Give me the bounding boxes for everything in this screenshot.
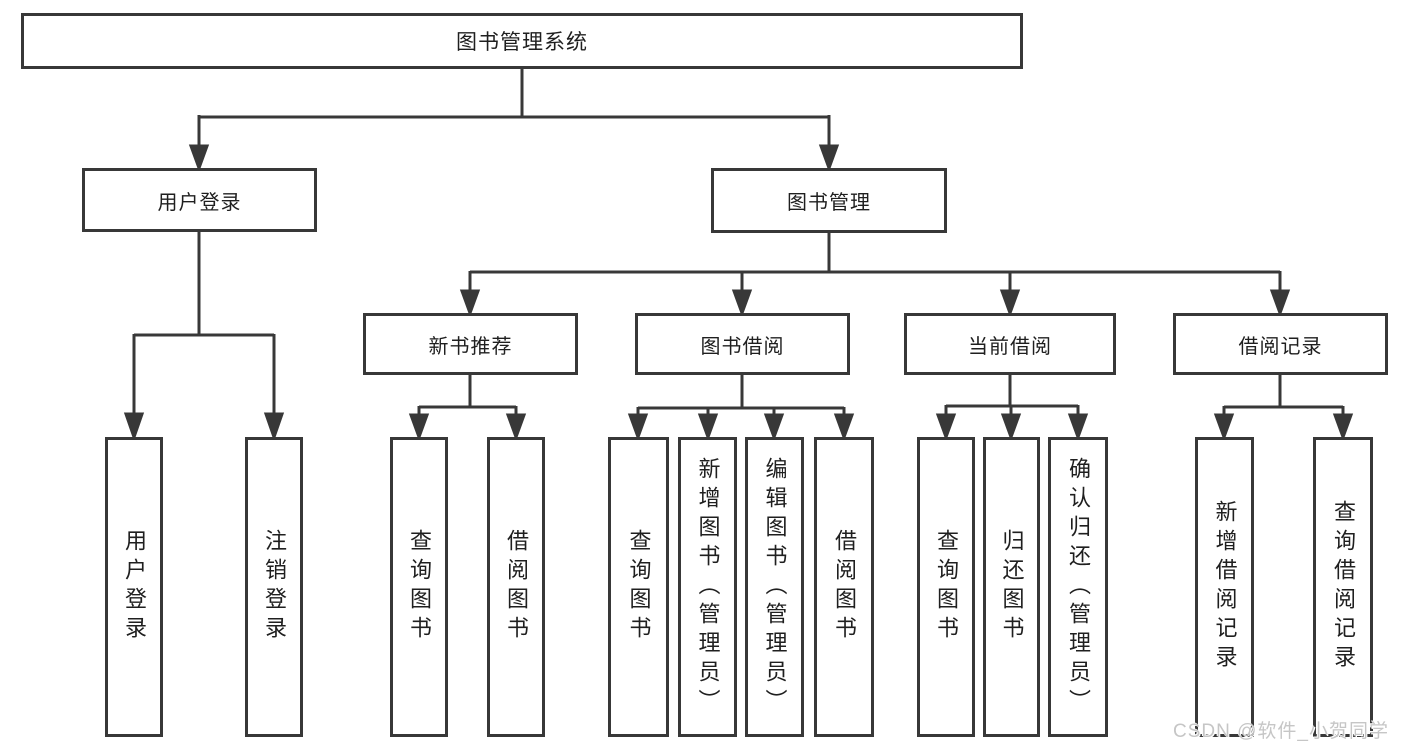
connector-user-login-to-leaves <box>123 232 285 442</box>
node-leaf-borrow-books-recommend-label: 借阅图书 <box>504 529 529 645</box>
node-leaf-edit-book-admin: 编辑图书（管理员） <box>745 437 804 737</box>
connector-root-to-level2 <box>188 69 840 173</box>
node-user-login: 用户登录 <box>82 168 317 232</box>
node-book-borrow-label: 图书借阅 <box>700 335 785 358</box>
node-leaf-borrow-books-borrow-label: 借阅图书 <box>832 529 857 645</box>
node-leaf-query-books-current: 查询图书 <box>917 437 975 737</box>
node-current-borrow-label: 当前借阅 <box>968 335 1052 358</box>
node-leaf-return-book: 归还图书 <box>983 437 1040 737</box>
node-book-management-label: 图书管理 <box>787 192 871 214</box>
node-leaf-logout-label: 注销登录 <box>262 529 287 645</box>
node-leaf-confirm-return-admin-label: 确认归还（管理员） <box>1066 456 1091 718</box>
node-leaf-user-login-label: 用户登录 <box>122 529 147 645</box>
connector-borrow-records-to-leaves <box>1213 375 1354 442</box>
node-leaf-logout: 注销登录 <box>245 437 303 737</box>
connector-book-borrow-to-leaves <box>627 375 855 442</box>
csdn-watermark: CSDN @软件_小贺同学 <box>1173 721 1389 742</box>
connector-book-management-to-level3 <box>459 233 1291 318</box>
node-root-label: 图书管理系统 <box>456 31 588 54</box>
node-leaf-query-borrow-record-label: 查询借阅记录 <box>1331 500 1356 674</box>
node-leaf-add-borrow-record-label: 新增借阅记录 <box>1212 500 1238 674</box>
node-book-management: 图书管理 <box>711 168 947 233</box>
node-leaf-add-book-admin-label: 新增图书（管理员） <box>695 456 721 718</box>
connector-current-borrow-to-leaves <box>935 375 1089 442</box>
node-new-book-recommend: 新书推荐 <box>363 313 578 375</box>
node-leaf-add-borrow-record: 新增借阅记录 <box>1195 437 1254 737</box>
node-leaf-query-books-recommend-label: 查询图书 <box>407 529 432 645</box>
node-borrow-records: 借阅记录 <box>1173 313 1388 375</box>
node-leaf-query-books-borrow-label: 查询图书 <box>626 529 652 645</box>
node-borrow-records-label: 借阅记录 <box>1238 335 1323 358</box>
node-root: 图书管理系统 <box>21 13 1023 69</box>
node-leaf-user-login: 用户登录 <box>105 437 163 737</box>
node-new-book-recommend-label: 新书推荐 <box>428 335 513 358</box>
node-leaf-return-book-label: 归还图书 <box>999 529 1025 645</box>
node-book-borrow: 图书借阅 <box>635 313 850 375</box>
connector-new-book-recommend-to-leaves <box>408 375 527 442</box>
node-leaf-query-books-current-label: 查询图书 <box>934 529 959 645</box>
node-leaf-query-books-recommend: 查询图书 <box>390 437 448 737</box>
node-leaf-confirm-return-admin: 确认归还（管理员） <box>1048 437 1108 737</box>
node-leaf-borrow-books-borrow: 借阅图书 <box>814 437 874 737</box>
node-leaf-edit-book-admin-label: 编辑图书（管理员） <box>762 456 788 718</box>
node-leaf-query-borrow-record: 查询借阅记录 <box>1313 437 1373 737</box>
node-leaf-add-book-admin: 新增图书（管理员） <box>678 437 737 737</box>
node-user-login-label: 用户登录 <box>157 191 242 214</box>
node-leaf-query-books-borrow: 查询图书 <box>608 437 669 737</box>
node-leaf-borrow-books-recommend: 借阅图书 <box>487 437 545 737</box>
node-current-borrow: 当前借阅 <box>904 313 1116 375</box>
